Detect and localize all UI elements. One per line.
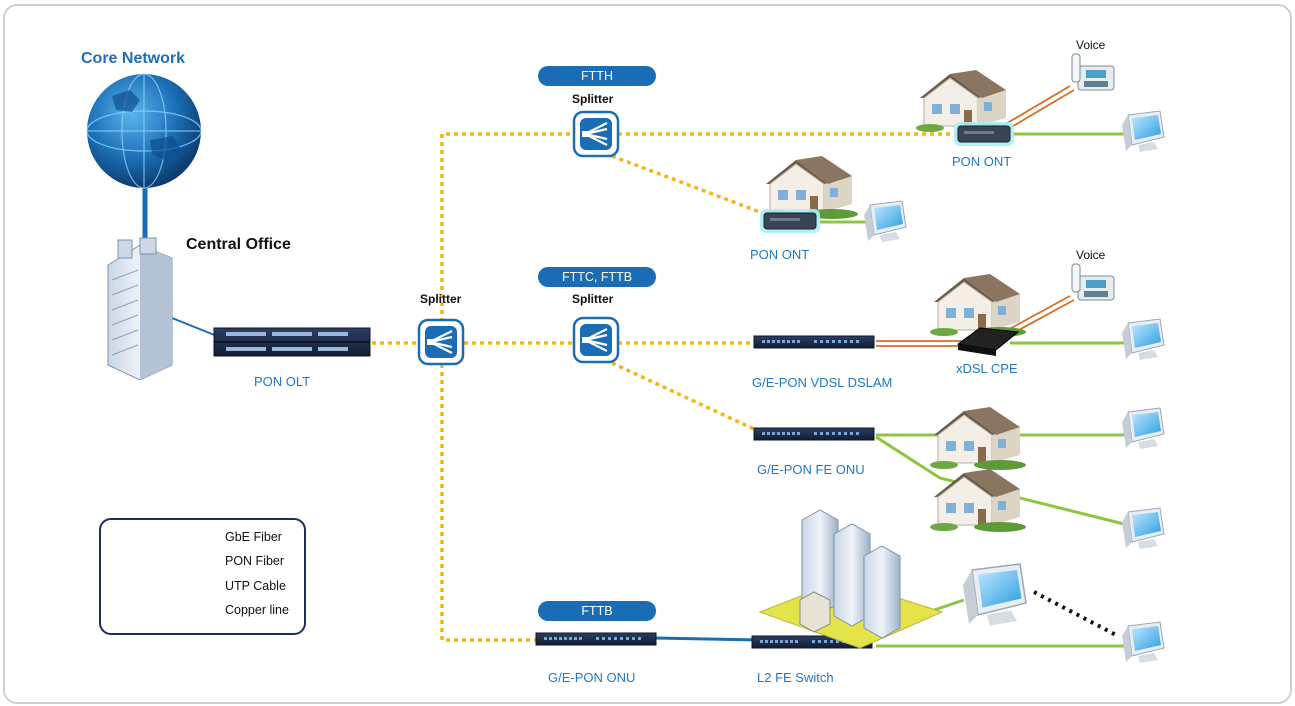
voice-label-top: Voice <box>1076 38 1106 52</box>
house-icon-dsl <box>929 273 1027 338</box>
splitter-label-ftth: Splitter <box>572 92 614 106</box>
voice-label-dsl: Voice <box>1076 248 1106 262</box>
dslam-icon <box>753 335 875 349</box>
legend-copper-label: Copper line <box>225 603 289 617</box>
dslam-label: G/E-PON VDSL DSLAM <box>752 375 893 390</box>
core-network-title: Core Network <box>81 50 186 67</box>
ont-mid-label: PON ONT <box>750 247 810 262</box>
city-block-icon <box>758 509 944 649</box>
pc-icon-5 <box>1121 507 1165 550</box>
ont-top-label: PON ONT <box>952 154 1012 169</box>
phone-icon-top <box>1071 53 1115 91</box>
fe-onu-label: G/E-PON FE ONU <box>757 462 865 477</box>
pc-chain-dots <box>1033 590 1119 638</box>
phone-icon-dsl <box>1071 263 1115 301</box>
globe-icon <box>86 73 202 189</box>
pc-icon-3 <box>1121 318 1165 361</box>
olt-label: PON OLT <box>254 374 311 389</box>
onu-icon <box>535 632 657 646</box>
legend-utp-label: UTP Cable <box>225 579 286 593</box>
fe-onu-icon <box>753 427 875 441</box>
onu-label: G/E-PON ONU <box>548 670 636 685</box>
ont-icon-mid <box>759 208 821 234</box>
cpe-icon <box>956 327 1020 356</box>
segment-badge-fttc: FTTC, FTTB <box>538 267 656 287</box>
pon-fiber-lines <box>372 132 958 642</box>
splitter-label-olt: Splitter <box>420 292 462 306</box>
central-office-label: Central Office <box>186 236 291 253</box>
cpe-label: xDSL CPE <box>956 361 1018 376</box>
pc-icon-6 <box>1121 621 1165 664</box>
house-icon-fe-1 <box>929 406 1027 471</box>
legend-pon-label: PON Fiber <box>225 554 285 568</box>
pc-icon-2 <box>863 200 907 243</box>
segment-badge-ftth: FTTH <box>538 66 656 86</box>
olt-icon <box>213 327 371 357</box>
splitter-icon-olt <box>417 318 465 366</box>
legend: GbE Fiber PON Fiber UTP Cable Copper lin… <box>99 518 306 635</box>
building-icon <box>107 237 173 381</box>
segment-badge-fttb: FTTB <box>538 601 656 621</box>
splitter-icon-ftth <box>572 110 620 158</box>
pc-icon-4 <box>1121 407 1165 450</box>
pc-icon-1 <box>1121 110 1165 153</box>
pc-icon-large <box>962 563 1027 627</box>
ont-icon-top <box>953 121 1015 147</box>
switch-label: L2 FE Switch <box>757 670 834 685</box>
splitter-label-fttc: Splitter <box>572 292 614 306</box>
splitter-icon-fttc <box>572 316 620 364</box>
legend-gbe-label: GbE Fiber <box>225 530 282 544</box>
gbe-onu-switch-link <box>654 636 761 642</box>
